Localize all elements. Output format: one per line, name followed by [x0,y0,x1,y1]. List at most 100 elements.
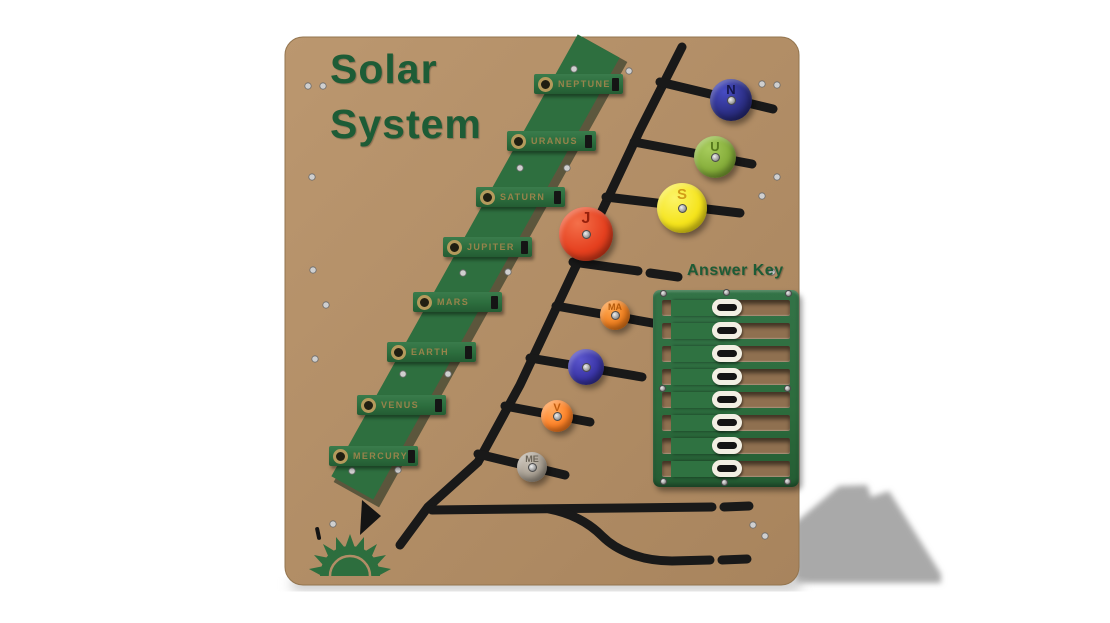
cast-shadow [795,485,941,583]
rivet-icon [459,269,467,277]
rivet-icon [768,268,776,276]
bolt-icon [660,290,667,297]
pivot-bolt-icon [610,310,620,320]
planet-disc-uranus[interactable]: U [694,136,736,178]
ladder-tag-label: VENUS [381,400,420,410]
pivot-bolt-icon [710,152,720,162]
planet-disc-mercury[interactable]: ME [517,452,547,482]
rivet-icon [394,466,402,474]
rivet-icon [516,164,524,172]
answer-key-title: Answer Key [687,262,784,279]
bottom-horizontal-track [427,501,754,515]
answer-slider-plate [671,369,723,385]
ladder-tag-neptune: NEPTUNE [534,74,623,94]
rivet-icon [749,521,757,529]
rivet-icon [304,82,312,90]
answer-slider-ring[interactable] [712,322,742,339]
grommet-icon [538,76,553,92]
planet-letter: U [710,138,720,154]
answer-slider-ring[interactable] [712,414,742,431]
ladder-tag-label: EARTH [411,347,449,357]
answer-slider-plate [671,415,723,431]
planet-disc-saturn[interactable]: S [657,183,707,233]
bolt-icon [721,479,728,486]
answer-slider-ring[interactable] [712,391,742,408]
answer-slider-ring[interactable] [712,437,742,454]
answer-key-row [662,322,790,339]
answer-slider-ring[interactable] [712,299,742,316]
rivet-icon [570,65,578,73]
grommet-icon [511,133,526,149]
ladder-tag-label: URANUS [531,136,578,146]
answer-key-row [662,437,790,454]
grommet-icon [361,397,376,413]
answer-key-row [662,368,790,385]
panel-title-line1: Solar [330,46,438,92]
tag-slot [491,295,498,309]
rivet-icon [329,520,337,528]
tag-slot [585,134,592,148]
answer-key-row [662,460,790,477]
rivet-icon [563,164,571,172]
rivet-icon [773,173,781,181]
answer-slider-plate [671,300,723,316]
ladder-tag-label: SATURN [500,192,546,202]
answer-key-row [662,345,790,362]
ladder-tag-label: NEPTUNE [558,79,611,89]
answer-slider-plate [671,461,723,477]
pivot-bolt-icon [726,95,736,105]
answer-slider-ring[interactable] [712,460,742,477]
planet-letter: N [726,81,736,97]
ladder-tag-label: JUPITER [467,242,515,252]
arrow-pointer-icon [360,500,381,535]
rivet-icon [308,173,316,181]
small-slot [315,527,322,540]
rivet-icon [625,67,633,75]
ladder-tag-mars: MARS [413,292,502,312]
bolt-icon [723,289,730,296]
bolt-icon [784,385,791,392]
planet-disc-jupiter[interactable]: J [559,207,613,261]
answer-slider-ring[interactable] [712,345,742,362]
pivot-bolt-icon [677,203,687,213]
tag-slot [554,190,561,204]
sun-icon [309,534,391,577]
bolt-icon [660,478,667,485]
planet-disc-neptune[interactable]: N [710,79,752,121]
planet-letter: V [553,401,561,414]
answer-key-panel [653,290,799,487]
planet-disc-venus[interactable]: V [541,400,573,432]
rivet-icon [444,370,452,378]
answer-slider-plate [671,392,723,408]
tag-slot [435,398,442,412]
planet-disc-mars[interactable]: MA [600,300,630,330]
answer-slider-plate [671,346,723,362]
bolt-icon [784,478,791,485]
rivet-icon [319,82,327,90]
jupiter-branch-track [568,257,683,282]
rivet-icon [758,192,766,200]
answer-slider-plate [671,438,723,454]
ladder-tag-jupiter: JUPITER [443,237,532,257]
ladder-tag-saturn: SATURN [476,187,565,207]
rivet-icon [322,301,330,309]
ladder-tag-venus: VENUS [357,395,446,415]
ladder-tag-earth: EARTH [387,342,476,362]
bolt-icon [659,385,666,392]
planet-disc-earth[interactable] [568,349,604,385]
pivot-bolt-icon [527,462,537,472]
bolt-icon [785,290,792,297]
answer-key-row [662,414,790,431]
rivet-icon [399,370,407,378]
planet-letter: S [676,186,687,203]
ladder-tag-label: MARS [437,297,470,307]
answer-key-row [662,299,790,316]
grommet-icon [333,448,348,464]
pivot-bolt-icon [552,411,562,421]
rivet-icon [758,80,766,88]
answer-slider-plate [671,323,723,339]
grommet-icon [417,294,432,310]
answer-slider-ring[interactable] [712,368,742,385]
planet-letter: ME [525,453,539,464]
